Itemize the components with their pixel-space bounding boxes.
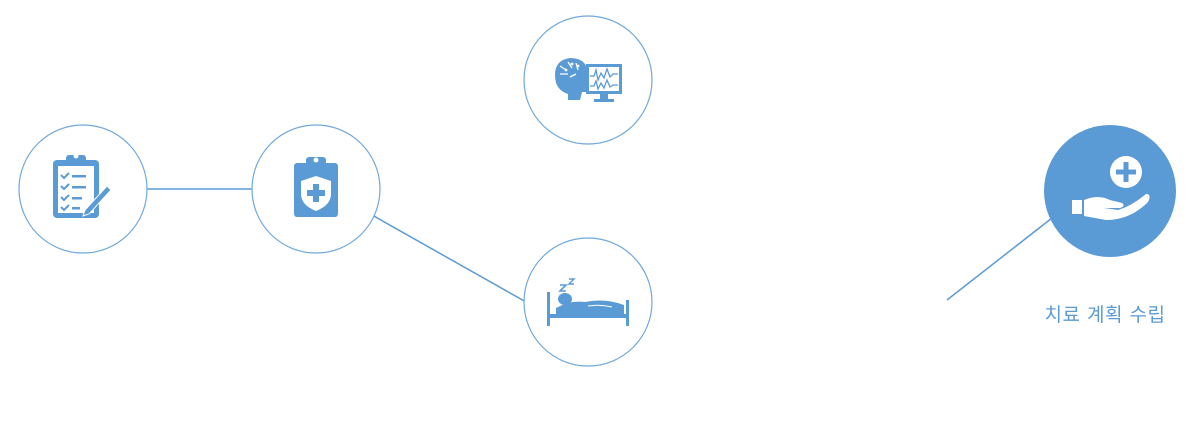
connector-record-to-sleep — [371, 214, 527, 303]
node-sleep — [523, 237, 653, 367]
medical-clipboard-shield-icon — [294, 157, 338, 217]
clipboard-checklist-icon — [53, 153, 112, 218]
sleeping-in-bed-icon — [547, 278, 629, 326]
brain-eeg-monitor-icon — [555, 58, 622, 102]
node-treatment-plan — [1044, 125, 1176, 257]
node-checklist — [18, 124, 148, 254]
treatment-plan-label: 치료 계획 수립 — [1044, 304, 1166, 326]
hand-medical-cross-icon — [1072, 156, 1150, 220]
node-brain-monitor — [523, 15, 653, 145]
connector-to-treatment-plan — [946, 217, 1053, 301]
node-medical-record — [251, 124, 381, 254]
